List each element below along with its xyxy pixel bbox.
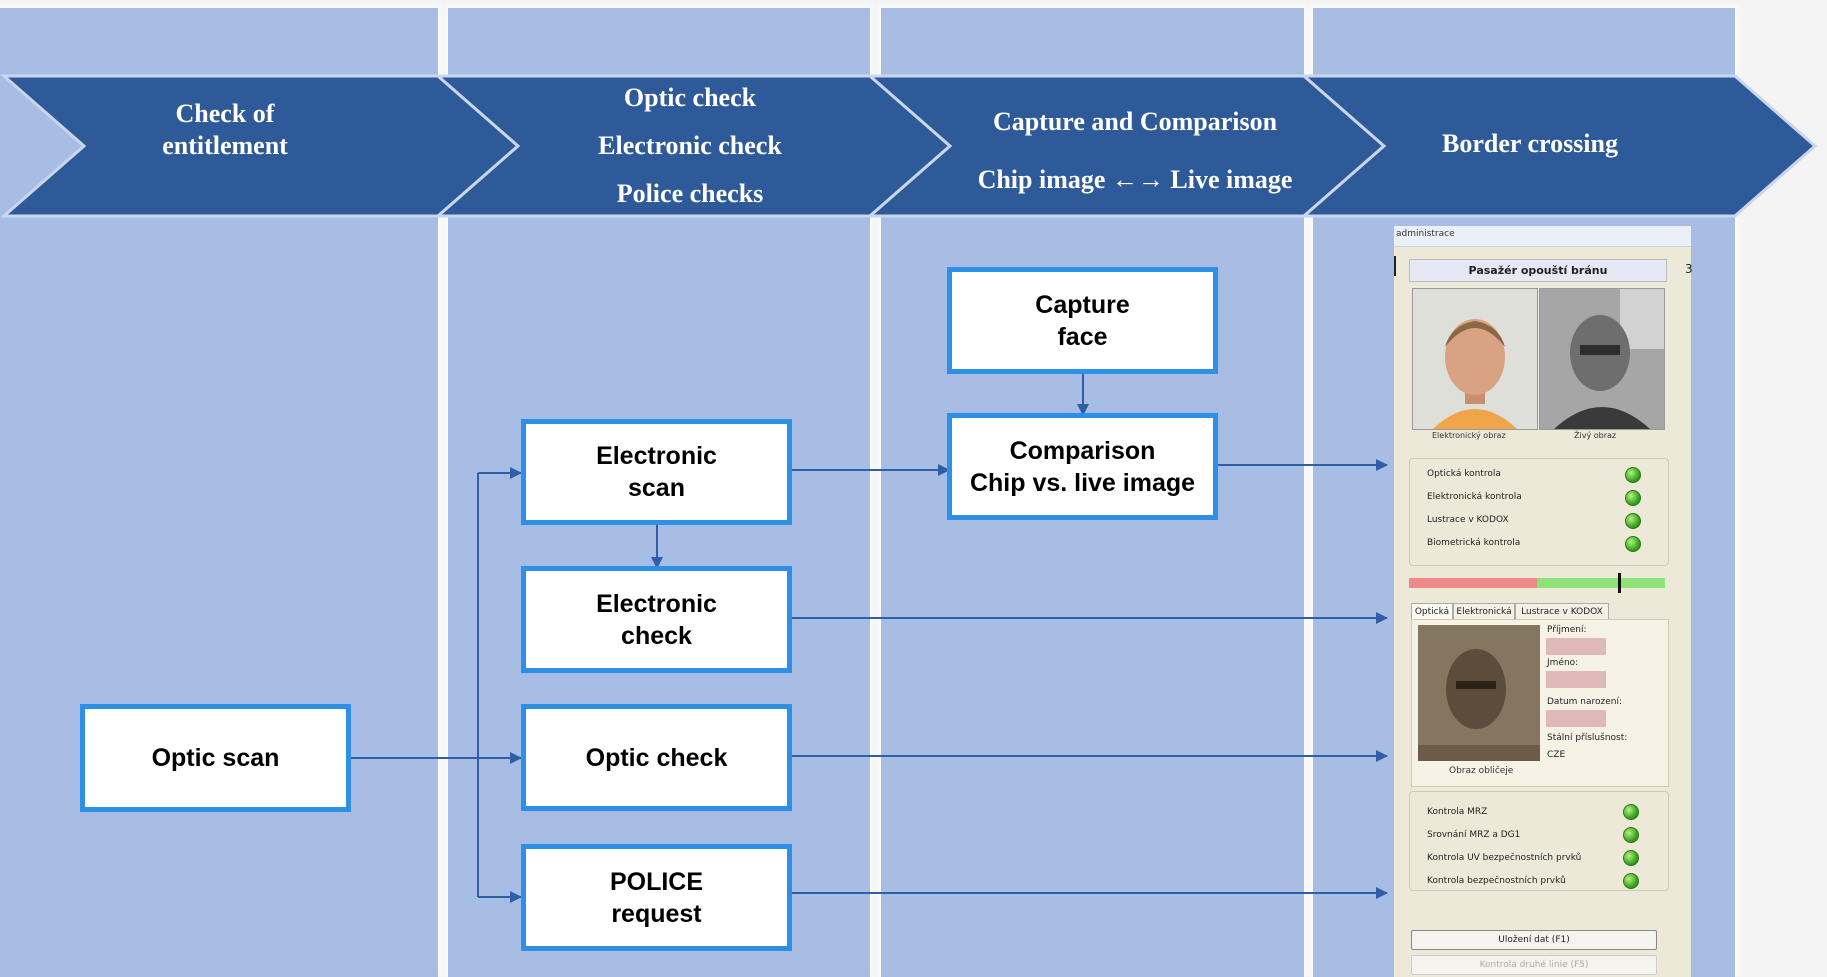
app-status-header: Pasažér opouští bránu	[1409, 259, 1667, 282]
field-label-nationality: Stální příslušnost:	[1547, 733, 1628, 743]
electronic-scan-box: Electronic scan	[521, 419, 792, 525]
save-data-button[interactable]: Uložení dat (F1)	[1411, 930, 1657, 950]
live-face-image	[1540, 289, 1664, 429]
stage-label-3: Capture and Comparison Chip image ←→ Liv…	[935, 93, 1335, 209]
check-label-optic: Optická kontrola	[1427, 469, 1501, 479]
stage-1-line-1: Check of	[175, 99, 275, 128]
check-label-biometric: Biometrická kontrola	[1427, 538, 1521, 548]
police-request-box: POLICE request	[521, 844, 792, 951]
check-label-uv: Kontrola UV bezpečnostních prvků	[1427, 853, 1582, 863]
status-led-icon	[1625, 467, 1641, 483]
stage-label-4: Border crossing	[1390, 120, 1670, 168]
connectors	[351, 374, 1388, 903]
status-led-icon	[1623, 827, 1639, 843]
stage-2-line-3: Police checks	[616, 179, 764, 208]
field-label-surname: Příjmení:	[1547, 625, 1587, 635]
chip-face-image	[1413, 289, 1537, 429]
stage-3-line-2: Chip image ←→ Live image	[977, 165, 1293, 194]
status-led-icon	[1623, 804, 1639, 820]
stage-chevron-4	[1300, 74, 1818, 218]
chip-photo	[1412, 288, 1538, 430]
field-label-birthdate: Datum narození:	[1547, 697, 1623, 707]
second-line-check-button[interactable]: Kontrola druhé linie (F5)	[1411, 955, 1657, 975]
document-check-group	[1409, 791, 1669, 891]
check-label-mrz: Kontrola MRZ	[1427, 807, 1488, 817]
stage-2-line-1: Optic check	[623, 83, 757, 112]
border-control-app: administrace Pasažér opouští bránu Elekt…	[1394, 226, 1691, 977]
stage-4-line-1: Border crossing	[1442, 129, 1618, 158]
status-led-icon	[1625, 490, 1641, 506]
app-window-title: administrace	[1396, 229, 1455, 239]
stage-label-1: Check of entitlement	[90, 98, 360, 162]
comparison-box: Comparison Chip vs. live image	[947, 413, 1218, 520]
document-face-image	[1418, 625, 1540, 761]
electronic-check-box: Electronic check	[521, 566, 792, 673]
stage-3-line-1: Capture and Comparison	[992, 107, 1278, 136]
capture-face-box: Capture face	[947, 267, 1218, 374]
match-score-bar	[1409, 578, 1665, 588]
status-led-icon	[1625, 513, 1641, 529]
stage-1-line-2: entitlement	[162, 131, 288, 160]
nationality-value: CZE	[1547, 750, 1566, 760]
stage-banner	[0, 74, 1818, 218]
match-score-marker	[1618, 573, 1621, 593]
optic-scan-box: Optic scan	[80, 704, 351, 812]
app-right-marker: 3	[1685, 262, 1693, 276]
status-led-icon	[1623, 850, 1639, 866]
check-label-electronic: Elektronická kontrola	[1427, 492, 1522, 502]
field-label-name: Jméno:	[1547, 658, 1579, 668]
check-label-kodox: Lustrace v KODOX	[1427, 515, 1509, 525]
document-photo	[1418, 625, 1540, 761]
name-field[interactable]	[1546, 671, 1606, 688]
status-led-icon	[1623, 873, 1639, 889]
app-left-edge	[1394, 256, 1396, 276]
check-status-group	[1409, 458, 1669, 566]
stage-2-line-2: Electronic check	[598, 131, 782, 160]
chip-photo-caption: Elektronický obraz	[1432, 431, 1506, 440]
live-photo-caption: Živý obraz	[1574, 431, 1617, 440]
status-led-icon	[1625, 536, 1641, 552]
stage-label-2: Optic check Electronic check Police chec…	[560, 74, 820, 218]
app-titlebar: administrace	[1394, 226, 1691, 247]
check-label-security: Kontrola bezpečnostních prvků	[1427, 876, 1566, 886]
check-label-mrz-dg1: Srovnání MRZ a DG1	[1427, 830, 1521, 840]
document-photo-caption: Obraz obličeje	[1449, 766, 1514, 776]
live-photo	[1539, 288, 1665, 430]
optic-check-box: Optic check	[521, 704, 792, 811]
surname-field[interactable]	[1546, 638, 1606, 655]
birthdate-field[interactable]	[1546, 710, 1606, 727]
